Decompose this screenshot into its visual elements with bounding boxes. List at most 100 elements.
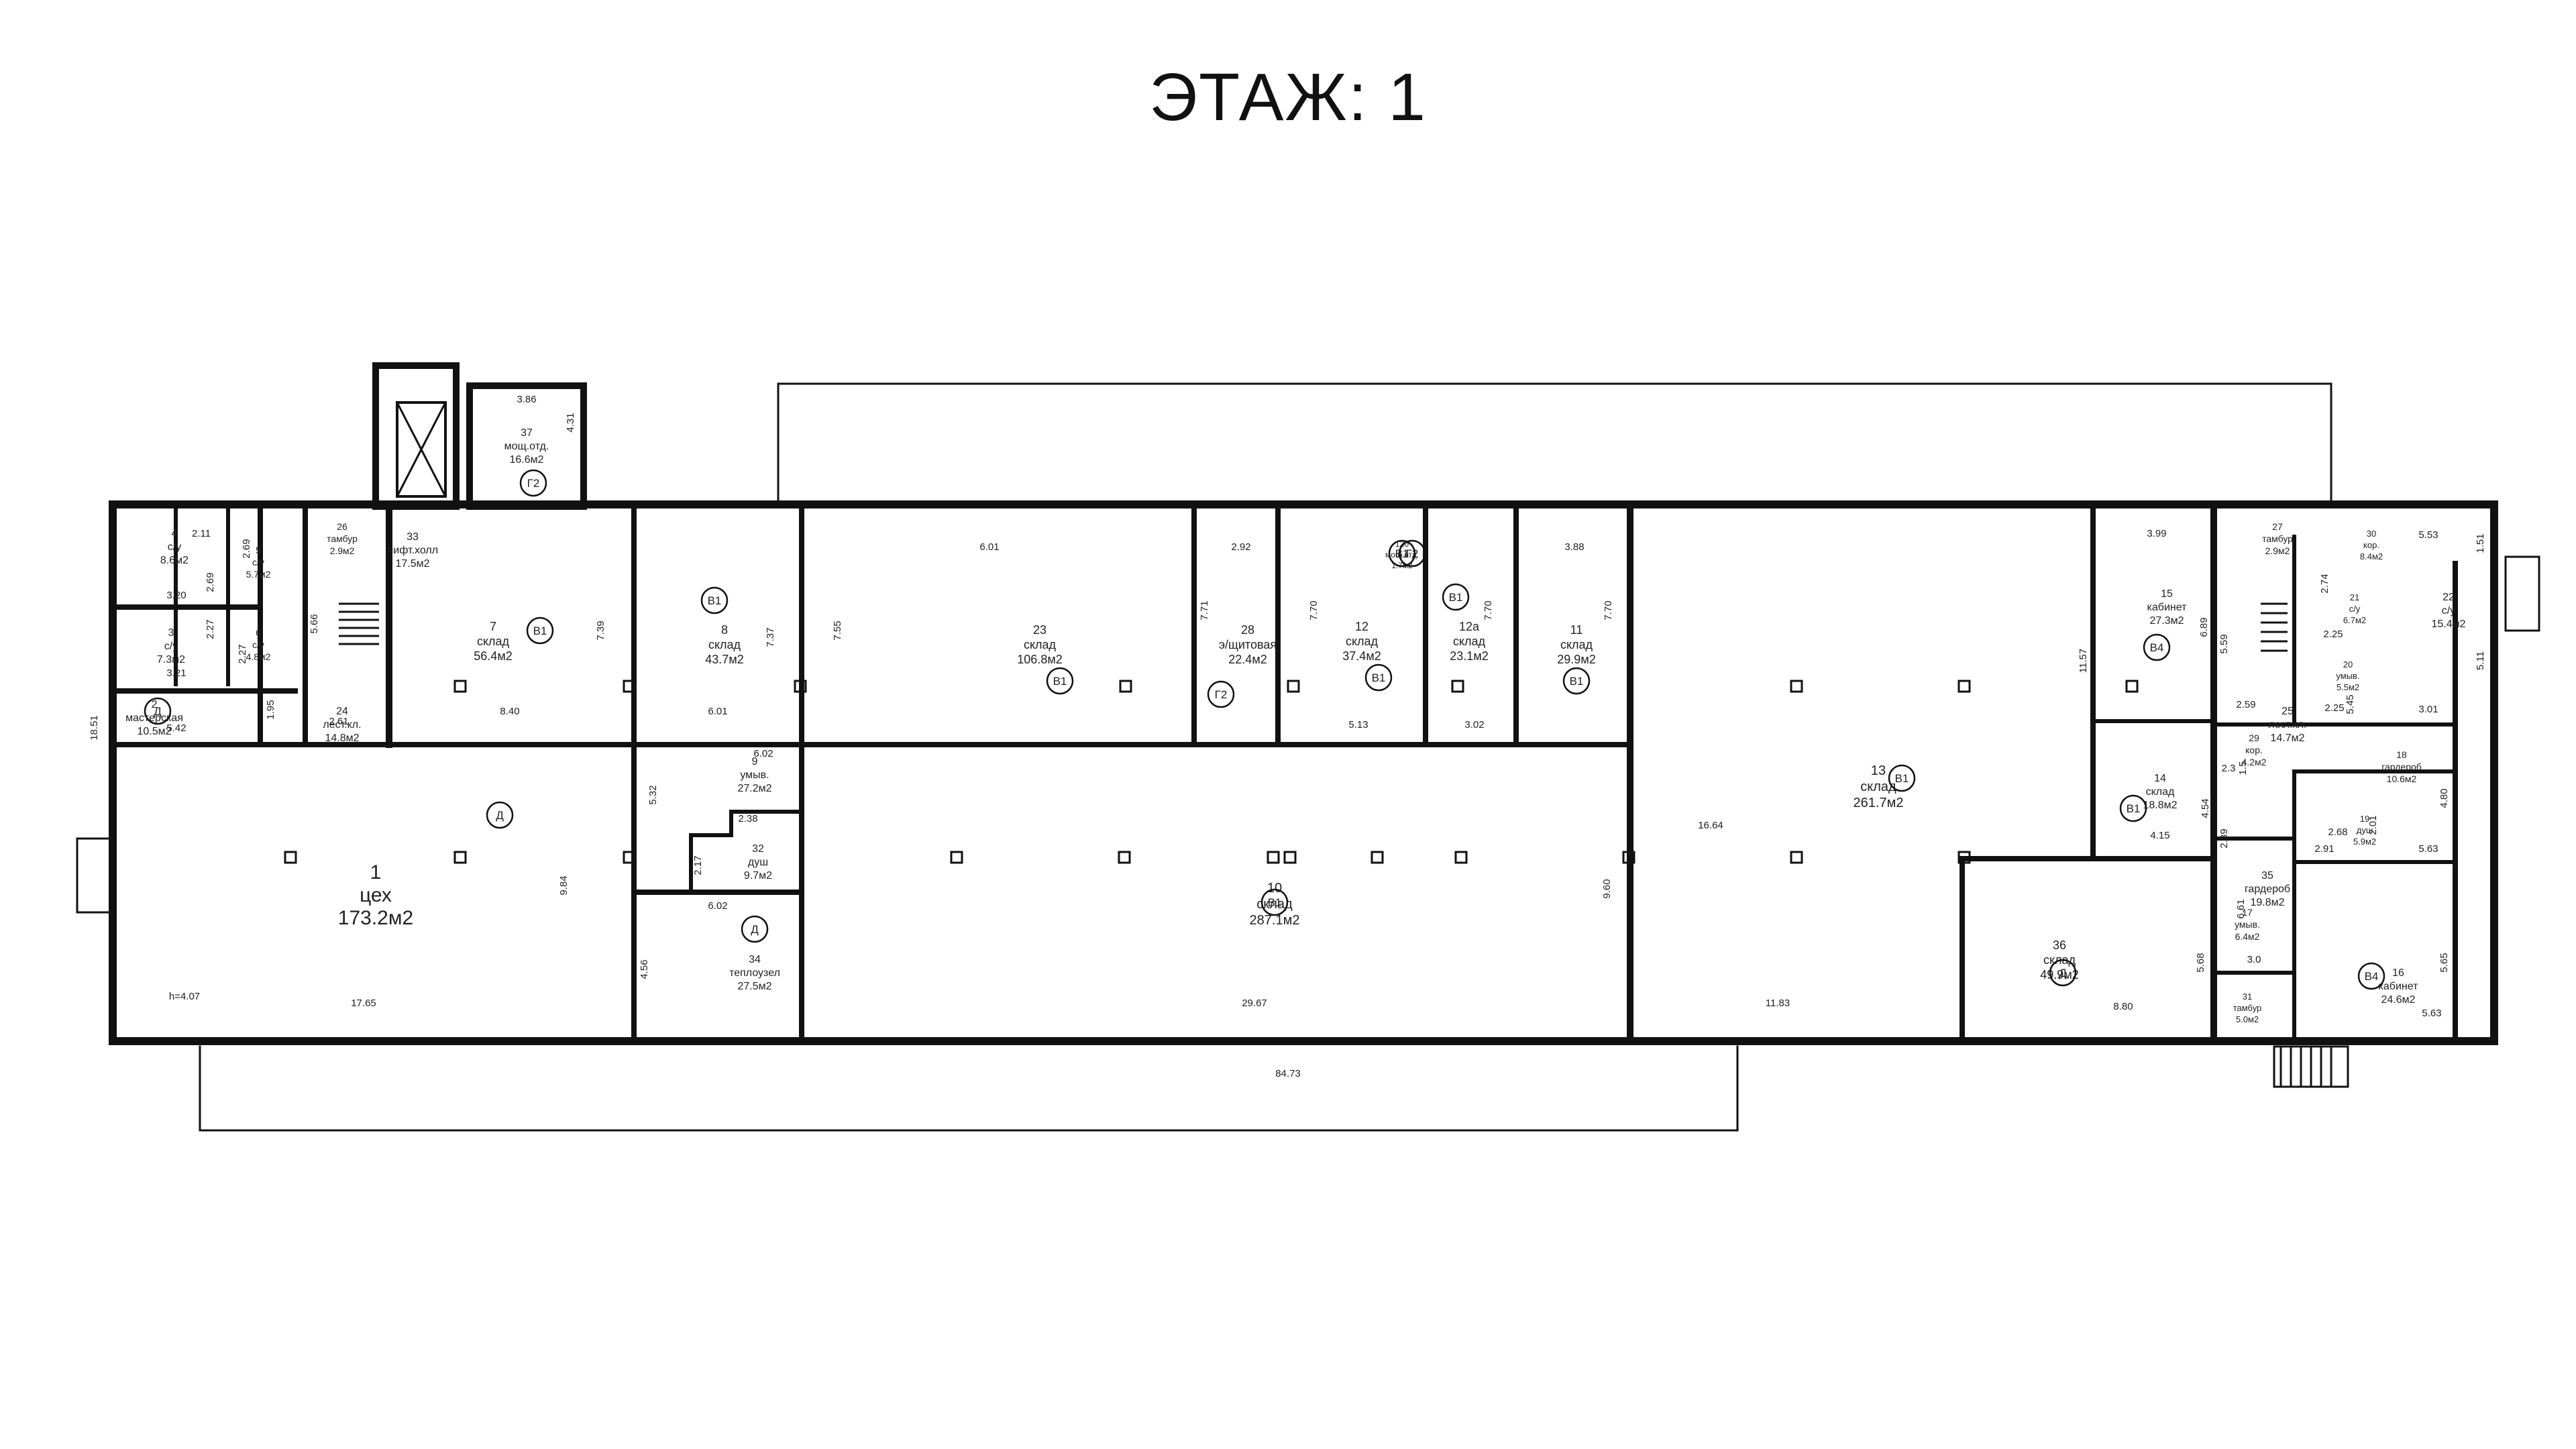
room-num: 8 [721, 623, 728, 637]
room-area: 2.9м2 [2265, 545, 2290, 556]
room-area: 106.8м2 [1017, 653, 1062, 666]
room-area: 17.5м2 [395, 558, 429, 570]
room-num: 12а [1459, 620, 1480, 633]
marker-Г2: Г2 [519, 469, 547, 497]
room-area: 5.5м2 [2337, 682, 2359, 692]
room-num: 5 [256, 545, 261, 555]
room-num: 32 [752, 843, 764, 855]
room-num: 15 [2161, 588, 2173, 600]
dimension-label: 6.89 [2198, 617, 2210, 637]
dimension-label: 3.86 [517, 394, 536, 405]
marker-circle [1388, 539, 1416, 568]
room-area: 8.6м2 [160, 555, 189, 566]
marker-text: В1 [1449, 591, 1463, 604]
room-area: 9.7м2 [744, 870, 772, 881]
room-area: 14.8м2 [325, 733, 359, 744]
room-area: 287.1м2 [1250, 913, 1300, 928]
marker-В1: В1 [526, 616, 554, 645]
room-name: с/у [252, 639, 264, 650]
marker-В1: В1 [1260, 888, 1289, 916]
room-num: 35 [2261, 870, 2273, 881]
room-num: 31 [2243, 991, 2252, 1002]
power-room-37-wall [466, 382, 587, 510]
room-num: 36 [2053, 938, 2066, 952]
room-num: 17 [2242, 907, 2253, 918]
marker-Д: Д [144, 697, 172, 725]
marker-Д: Д [2049, 959, 2077, 987]
marker-circle [1398, 539, 1426, 568]
room-num: 28 [1241, 623, 1254, 637]
room-name: кор. [2363, 540, 2379, 550]
dimension-label: 5.45 [2345, 694, 2356, 714]
room-21-label: 21с/у6.7м2 [2343, 592, 2366, 625]
room-name: склад [1453, 635, 1486, 648]
dimension-label: 7.55 [832, 621, 843, 640]
marker-circle [1207, 680, 1235, 708]
dimension-label: 2.59 [2236, 699, 2255, 710]
dimension-label: 6.01 [979, 541, 999, 553]
dimension-label: 2.25 [2323, 629, 2343, 640]
room-name: душ [2357, 825, 2373, 835]
room-name: гардероб [2381, 761, 2422, 772]
marker-text: Д [2059, 967, 2067, 979]
room-area: 261.7м2 [1854, 796, 1904, 810]
dimension-label: 2.17 [692, 855, 704, 875]
room-num: 9 [752, 756, 758, 767]
columns [284, 680, 2139, 864]
dimension-label: 5.68 [2195, 953, 2206, 972]
dimension-label: 9.84 [558, 875, 570, 895]
dimension-label: 29.67 [1242, 998, 1267, 1009]
room-num: 12 [1355, 620, 1368, 633]
marker-circle [1046, 667, 1074, 695]
dimension-label: 3.02 [1464, 719, 1484, 731]
dimension-label: 11.83 [1766, 998, 1790, 1009]
room-num: 1 [370, 861, 382, 883]
room-3-label: 3с/у7.3м2 [157, 627, 185, 665]
room-area: 37.4м2 [1342, 649, 1381, 663]
marker-В1: В1 [1364, 663, 1393, 692]
dimension-label: 5.63 [2422, 1008, 2441, 1019]
dimension-label: h=4.07 [169, 991, 200, 1002]
dimension-label: 9.60 [1601, 879, 1613, 898]
room-name: мощ.отд. [1385, 550, 1419, 559]
room-num: 7 [490, 620, 496, 633]
dimension-label: 2.69 [205, 572, 216, 592]
room-num: 34 [749, 954, 761, 965]
wall-room32 [689, 810, 804, 891]
room-name: кабинет [2379, 981, 2419, 992]
marker-text: Д [496, 809, 504, 822]
room-num: 30 [2367, 529, 2376, 539]
entrance-steps [76, 555, 2540, 1088]
room-4-label: 4с/у8.6м2 [160, 528, 189, 566]
room-area: 16.6м2 [509, 454, 543, 466]
marker-text: В1 [1372, 672, 1386, 684]
marker-text: В1 [2127, 802, 2141, 815]
room-num: 26 [337, 521, 347, 532]
room-name: умыв. [740, 769, 769, 781]
marker-text: В4 [2365, 970, 2379, 983]
room-name: с/у [2349, 604, 2361, 614]
elevator-shaft [372, 362, 460, 510]
room-num: 16 [2392, 967, 2404, 979]
dimension-label: 7.71 [1199, 600, 1210, 620]
staircase-left [339, 602, 379, 645]
walls [109, 362, 2498, 1132]
marker-text: Д [154, 705, 162, 718]
room-name: кабинет [2147, 602, 2188, 613]
marker-text: Д [751, 923, 759, 936]
dimension-label: 2.38 [738, 813, 757, 824]
room-name: умыв. [2235, 919, 2260, 930]
